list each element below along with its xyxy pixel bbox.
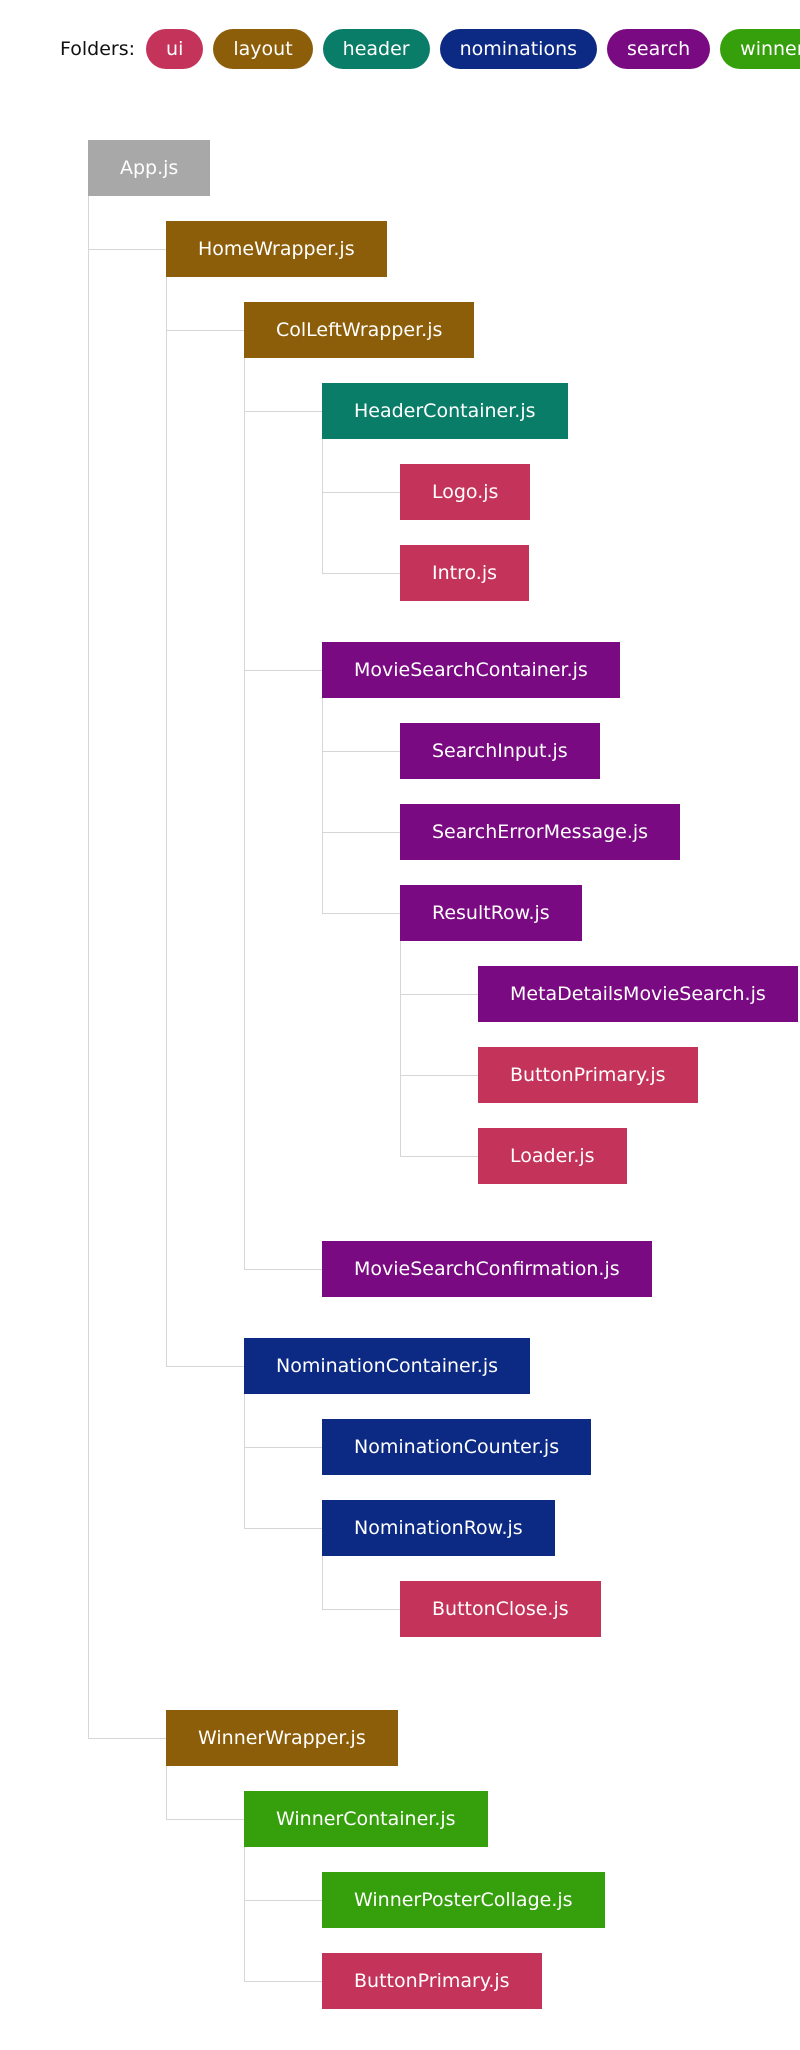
tree-connector (88, 196, 89, 1738)
tree-connector (322, 751, 400, 752)
tree-node-app: App.js (88, 140, 211, 196)
tree-node-movie-search-confirmation: MovieSearchConfirmation.js (322, 1241, 652, 1297)
tree-node-col-left-wrapper: ColLeftWrapper.js (244, 302, 475, 358)
tree-connector (322, 913, 400, 914)
tree-connector (166, 1366, 244, 1367)
tree-node-nomination-counter: NominationCounter.js (322, 1419, 592, 1475)
tree-connector (166, 1819, 244, 1820)
tree-node-button-primary: ButtonPrimary.js (322, 1953, 542, 2009)
folder-pill-ui: ui (146, 29, 204, 69)
folder-pill-search: search (607, 29, 711, 69)
tree-node-header-container: HeaderContainer.js (322, 383, 568, 439)
tree-connector (244, 1900, 322, 1901)
tree-node-button-primary: ButtonPrimary.js (478, 1047, 698, 1103)
tree-connector (400, 1075, 478, 1076)
tree-connector (88, 1738, 166, 1739)
tree-connector (244, 1528, 322, 1529)
tree-connector (244, 1394, 245, 1528)
tree-connector (244, 1847, 245, 1981)
tree-node-search-error-message: SearchErrorMessage.js (400, 804, 681, 860)
legend-label: Folders: (60, 38, 136, 60)
tree-node-movie-search-container: MovieSearchContainer.js (322, 642, 620, 698)
tree-connector (244, 411, 322, 412)
folder-pill-nominations: nominations (439, 29, 598, 69)
tree-connector (166, 277, 167, 1366)
tree-connector (88, 249, 166, 250)
tree-connector (244, 1981, 322, 1982)
tree-connector (322, 832, 400, 833)
tree-node-intro: Intro.js (400, 545, 529, 601)
tree-node-button-close: ButtonClose.js (400, 1581, 601, 1637)
tree-node-winner-container: WinnerContainer.js (244, 1791, 488, 1847)
tree-connector (322, 439, 323, 573)
tree-node-winner-poster-collage: WinnerPosterCollage.js (322, 1872, 605, 1928)
tree-connector (244, 1447, 322, 1448)
tree-node-nomination-container: NominationContainer.js (244, 1338, 531, 1394)
tree-connector (244, 1269, 322, 1270)
tree-node-meta-details-movie-search: MetaDetailsMovieSearch.js (478, 966, 798, 1022)
tree-node-nomination-row: NominationRow.js (322, 1500, 555, 1556)
tree-connector (400, 994, 478, 995)
folder-pill-winner: winner (720, 29, 800, 69)
tree-connector (244, 358, 245, 1269)
tree-connector (322, 1556, 323, 1609)
tree-connector (322, 698, 323, 913)
tree-node-loader: Loader.js (478, 1128, 627, 1184)
tree-connector (166, 1766, 167, 1819)
tree-connector (322, 1609, 400, 1610)
tree-connector (322, 573, 400, 574)
tree-node-search-input: SearchInput.js (400, 723, 600, 779)
tree-connector (244, 670, 322, 671)
tree-node-logo: Logo.js (400, 464, 531, 520)
tree-node-home-wrapper: HomeWrapper.js (166, 221, 387, 277)
tree-connector (166, 330, 244, 331)
folder-pill-layout: layout (213, 29, 313, 69)
folder-legend: Folders: ui layout header nominations se… (60, 29, 800, 69)
tree-connector (322, 492, 400, 493)
tree-connector (400, 1156, 478, 1157)
tree-node-winner-wrapper: WinnerWrapper.js (166, 1710, 398, 1766)
tree-node-result-row: ResultRow.js (400, 885, 582, 941)
tree-connector (400, 941, 401, 1156)
folder-pill-header: header (322, 29, 430, 69)
